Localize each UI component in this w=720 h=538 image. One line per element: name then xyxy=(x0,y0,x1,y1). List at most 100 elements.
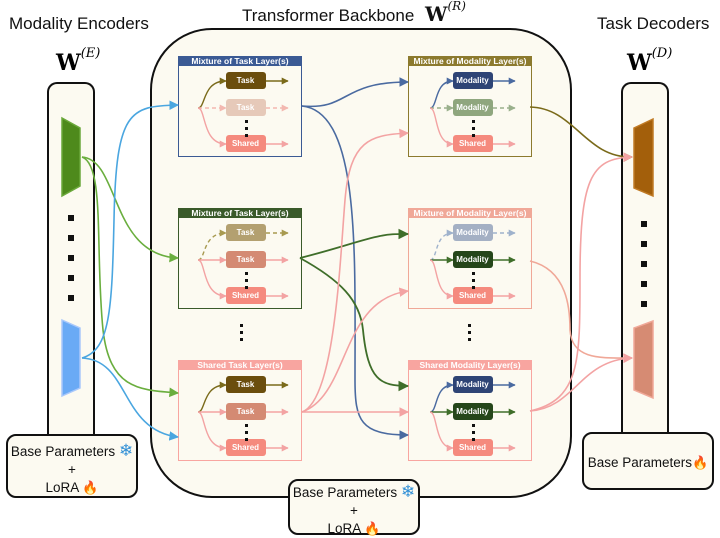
layer-title: Shared Modality Layer(s) xyxy=(409,361,531,370)
decoder-base-params-label: Base Parameters xyxy=(587,455,693,470)
wire-task-mix-1-to-modality-shared xyxy=(301,105,409,440)
decoder-weight-letter: W xyxy=(627,50,652,76)
wire-modality-shared-to-decoder-brown xyxy=(529,152,633,412)
route-in-1 xyxy=(429,381,454,413)
wire-task-mix-2-to-modality-shared xyxy=(299,257,410,392)
layer-routing xyxy=(197,381,289,451)
wire-modality-mix-1-to-decoder-brown xyxy=(529,106,633,162)
encoder-param-box: Base Parameters ❄ + LoRA 🔥 xyxy=(6,434,138,498)
encoder-weight-symbol: W(E) xyxy=(56,46,100,76)
expert-shared: Shared xyxy=(225,439,266,456)
route-in-3 xyxy=(429,410,454,451)
expert-shared: Shared xyxy=(452,135,493,152)
backbone-weight-letter: W xyxy=(425,2,448,26)
wire-blue-encoder-to-task-shared xyxy=(81,357,179,441)
expert-modality: Modality xyxy=(452,224,493,241)
expert-task: Task xyxy=(225,251,266,268)
expert-ellipsis xyxy=(472,272,476,293)
flame-icon: 🔥 xyxy=(692,455,709,470)
wire-task-mix-2-to-modality-mix-2 xyxy=(299,228,410,259)
route-in-1 xyxy=(197,229,227,261)
wire-modality-mix-2-to-decoder-salmon xyxy=(529,260,633,363)
expert-shared: Shared xyxy=(225,135,266,152)
route-in-3 xyxy=(197,106,227,147)
layer-title: Shared Task Layer(s) xyxy=(179,361,301,370)
expert-task: Task xyxy=(225,72,266,89)
task-decoders-title: Task Decoders xyxy=(597,14,710,33)
decoder-weight-symbol: W(D) xyxy=(627,46,672,76)
layer-routing xyxy=(429,229,516,299)
encoder-plus: + xyxy=(68,462,76,477)
backbone-title-text: Transformer Backbone xyxy=(242,6,415,25)
wire-modality-shared-to-decoder-salmon xyxy=(529,353,633,412)
encoder-blue-block xyxy=(61,318,81,398)
expert-ellipsis xyxy=(245,424,249,445)
layer-routing xyxy=(429,77,516,147)
route-in-1 xyxy=(197,381,227,413)
modality-encoders-title: Modality Encoders xyxy=(9,14,149,33)
wire-green-encoder-to-task-mix-2 xyxy=(81,156,179,263)
snowflake-icon: ❄ xyxy=(118,441,134,460)
expert-task: Task xyxy=(225,99,266,116)
expert-task: Task xyxy=(225,224,266,241)
expert-task: Task xyxy=(225,403,266,420)
backbone-base-params-label: Base Parameters xyxy=(292,485,398,500)
route-in-3 xyxy=(429,258,454,299)
backbone-param-box: Base Parameters ❄ + LoRA 🔥 xyxy=(288,479,420,536)
encoder-lora-label: LoRA xyxy=(45,480,79,495)
encoder-weight-superscript: (E) xyxy=(80,46,101,61)
layer-title: Mixture of Task Layer(s) xyxy=(179,57,301,66)
decoder-brown-block xyxy=(633,117,654,198)
encoder-base-params-label: Base Parameters xyxy=(10,444,116,459)
wire-task-shared-to-modality-mix-1 xyxy=(301,128,409,413)
expert-modality: Modality xyxy=(452,99,493,116)
expert-modality: Modality xyxy=(452,251,493,268)
expert-shared: Shared xyxy=(452,287,493,304)
expert-shared: Shared xyxy=(225,287,266,304)
expert-shared: Shared xyxy=(452,439,493,456)
expert-modality: Modality xyxy=(452,72,493,89)
layer-routing xyxy=(429,381,516,451)
expert-ellipsis xyxy=(472,120,476,141)
expert-ellipsis xyxy=(472,424,476,445)
expert-modality: Modality xyxy=(452,376,493,393)
route-in-1 xyxy=(429,77,454,109)
backbone-weight-symbol: W(R) xyxy=(425,0,466,26)
layer-title: Mixture of Task Layer(s) xyxy=(179,209,301,218)
route-in-3 xyxy=(197,410,227,451)
layer-title: Mixture of Modality Layer(s) xyxy=(409,209,531,218)
route-in-3 xyxy=(429,106,454,147)
wire-task-shared-to-modality-mix-2 xyxy=(301,287,409,413)
decoder-weight-superscript: (D) xyxy=(651,46,673,61)
expert-ellipsis xyxy=(245,120,249,141)
snowflake-icon: ❄ xyxy=(400,482,416,501)
decoder-param-box: Base Parameters🔥 xyxy=(582,432,714,490)
expert-task: Task xyxy=(225,376,266,393)
expert-ellipsis xyxy=(245,272,249,293)
flame-icon: 🔥 xyxy=(364,521,381,536)
flame-icon: 🔥 xyxy=(82,480,99,495)
wire-green-encoder-to-task-shared xyxy=(81,156,179,398)
expert-modality: Modality xyxy=(452,403,493,420)
layer-routing xyxy=(197,229,289,299)
backbone-plus: + xyxy=(350,503,358,518)
transformer-backbone-title: Transformer Backbone W(R) xyxy=(242,0,466,26)
route-in-3 xyxy=(197,258,227,299)
layer-title: Mixture of Modality Layer(s) xyxy=(409,57,531,66)
route-in-1 xyxy=(197,77,227,109)
encoder-green-block xyxy=(61,116,81,198)
encoder-ellipsis xyxy=(68,215,74,315)
route-in-1 xyxy=(429,229,454,261)
modality-column-ellipsis xyxy=(468,324,472,345)
layer-routing xyxy=(197,77,289,147)
task-column-ellipsis xyxy=(240,324,244,345)
encoder-weight-letter: W xyxy=(56,50,81,76)
decoder-ellipsis xyxy=(641,221,647,321)
decoder-salmon-block xyxy=(633,319,654,400)
